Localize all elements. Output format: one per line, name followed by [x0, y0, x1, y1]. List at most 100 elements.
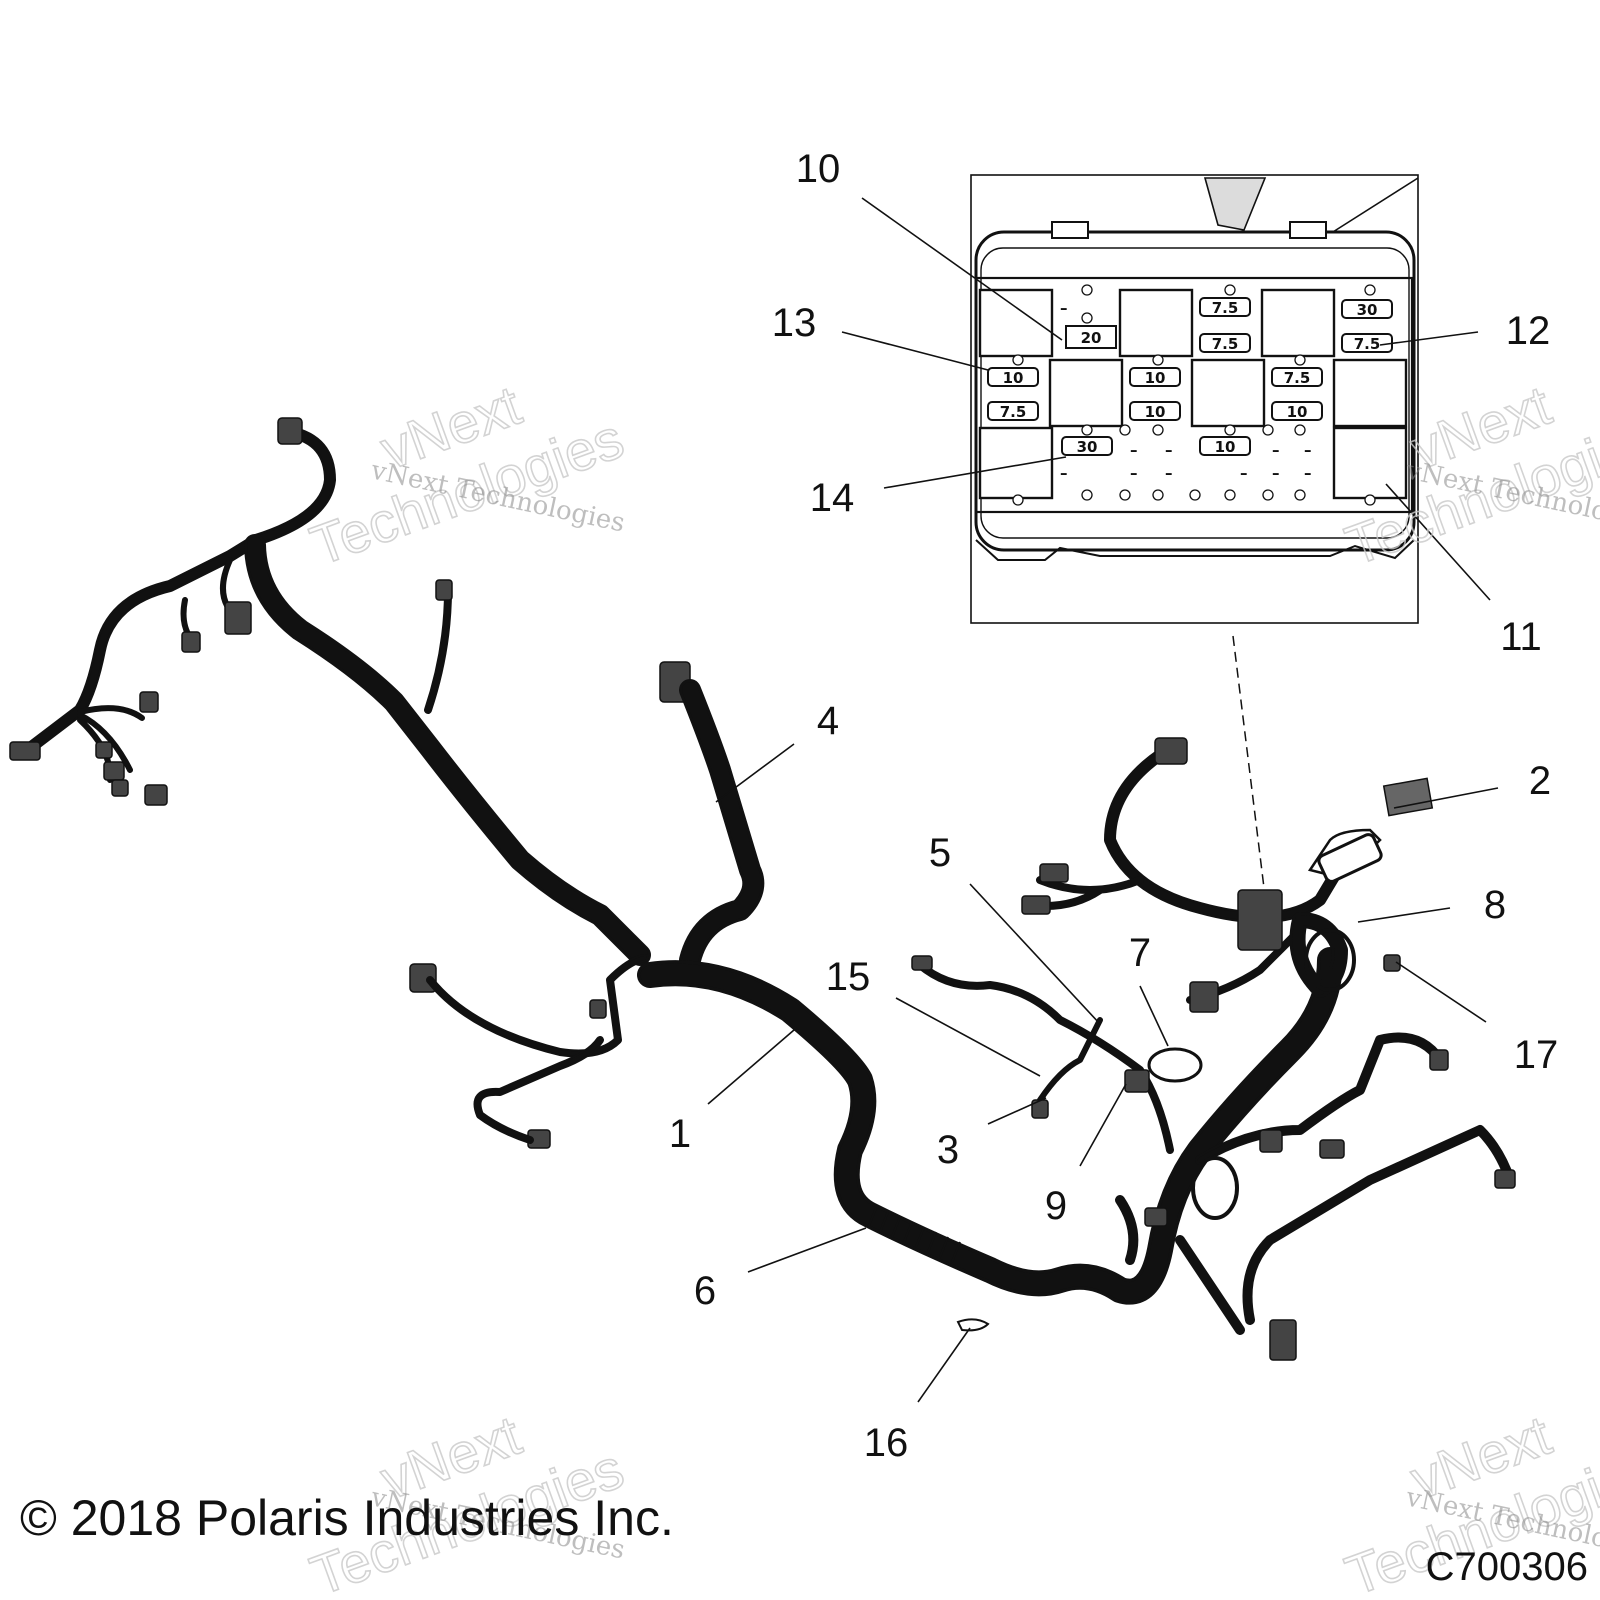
connector-icon	[1039, 863, 1069, 883]
connector-icon	[181, 631, 201, 653]
wiring-harness	[9, 417, 1516, 1361]
relay-cavities	[978, 288, 1408, 500]
callout-9: 9	[1045, 1184, 1067, 1228]
relay-cavity	[978, 426, 1054, 500]
svg-text:–: –	[1060, 299, 1068, 317]
fuse: 10	[987, 367, 1039, 387]
callout-2: 2	[1529, 759, 1551, 803]
svg-text:10: 10	[1003, 369, 1024, 387]
fuse: 10	[1129, 401, 1181, 421]
inset-bracket	[1203, 177, 1267, 231]
svg-text:–: –	[1060, 464, 1068, 482]
callout-16: 16	[864, 1421, 909, 1465]
svg-text:7.5: 7.5	[1000, 403, 1027, 421]
callout-10: 10	[796, 147, 841, 191]
fuse-box-cover	[1317, 833, 1383, 883]
connector-icon	[435, 579, 453, 601]
fuse: 30	[1061, 436, 1113, 456]
connector-icon	[224, 601, 252, 635]
svg-text:10: 10	[1287, 403, 1308, 421]
svg-text:–: –	[1165, 441, 1173, 459]
connectors-right	[911, 737, 1516, 1361]
svg-text:–: –	[1272, 441, 1280, 459]
callout-15: 15	[826, 955, 871, 999]
connector-icon	[277, 417, 303, 445]
connector-icon	[144, 784, 168, 806]
svg-text:10: 10	[1145, 403, 1166, 421]
callout-3: 3	[937, 1128, 959, 1172]
relay-cavity	[978, 288, 1054, 358]
svg-text:7.5: 7.5	[1284, 369, 1311, 387]
connector-icon	[9, 741, 41, 761]
svg-text:30: 30	[1357, 301, 1378, 319]
copyright-text: © 2018 Polaris Industries Inc.	[20, 1490, 674, 1546]
svg-text:–: –	[1304, 441, 1312, 459]
corrugated-loom	[867, 1207, 961, 1263]
connector-icon	[1237, 889, 1283, 951]
connector-icon	[1189, 981, 1219, 1013]
callout-14: 14	[810, 476, 855, 520]
fuse: 10	[1271, 401, 1323, 421]
fuse: 20	[1065, 325, 1117, 349]
relay-cavity	[1332, 426, 1408, 500]
connector-icon	[1269, 1319, 1297, 1361]
fuses: 20 7.5 7.5 30 7.5 10 7.5 10 10 7.5 10 30…	[987, 297, 1393, 456]
connector-icon	[1021, 895, 1051, 915]
connector-icon	[139, 691, 159, 713]
svg-text:10: 10	[1145, 369, 1166, 387]
fuse: 30	[1341, 299, 1393, 319]
svg-text:7.5: 7.5	[1212, 335, 1239, 353]
svg-text:–: –	[1272, 464, 1280, 482]
fuse: 10	[1199, 436, 1251, 456]
connector-icon	[1383, 954, 1401, 972]
svg-text:–: –	[1304, 464, 1312, 482]
connector-icon	[1124, 1069, 1150, 1093]
svg-text:20: 20	[1081, 329, 1102, 347]
connector-icon	[589, 999, 607, 1019]
inset-reference-line	[1232, 635, 1266, 897]
svg-text:–: –	[1130, 441, 1138, 459]
svg-text:7.5: 7.5	[1212, 299, 1239, 317]
callout-8: 8	[1484, 883, 1506, 927]
connector-icon	[1154, 737, 1188, 765]
callout-17: 17	[1514, 1033, 1559, 1077]
callout-12: 12	[1506, 309, 1551, 353]
svg-text:10: 10	[1215, 438, 1236, 456]
fuse: 7.5	[1271, 367, 1323, 387]
watermark-group-1: vNext Technologies vNext Technologies	[302, 372, 632, 578]
callout-7: 7	[1129, 931, 1151, 975]
connector-icon	[103, 761, 125, 781]
callout-numbers: 1 2 3 4 5 6 7 8 9 10 11 12 13 14 15 16 1…	[669, 147, 1558, 1465]
connectors-left	[9, 417, 691, 1149]
connector-icon	[1494, 1169, 1516, 1189]
callout-13: 13	[772, 301, 817, 345]
fuse: 10	[1129, 367, 1181, 387]
clip-16	[956, 1318, 990, 1332]
label-plate	[1382, 777, 1434, 817]
svg-text:–: –	[1130, 464, 1138, 482]
connector-icon	[95, 741, 113, 759]
relay-cavity	[1332, 358, 1408, 428]
connector-icon	[1429, 1049, 1449, 1071]
fuse: 7.5	[1341, 333, 1393, 353]
fuse-box-inset: – – – – – – – – – – – – – 20 7.5 7.5 30 …	[970, 174, 1419, 897]
svg-text:–: –	[1165, 464, 1173, 482]
svg-text:7.5: 7.5	[1354, 335, 1381, 353]
relay-cavity	[1190, 358, 1266, 428]
connector-icon	[1259, 1129, 1283, 1153]
connector-icon	[1319, 1139, 1345, 1159]
relay-cavity	[1048, 358, 1124, 428]
connector-icon	[911, 955, 933, 971]
svg-text:–: –	[1240, 464, 1248, 482]
connector-icon	[111, 779, 129, 797]
callout-1: 1	[669, 1112, 691, 1156]
leader-lines	[707, 197, 1499, 1403]
callout-4: 4	[817, 699, 839, 743]
callout-11: 11	[1500, 615, 1542, 659]
relay-cavity	[1118, 288, 1194, 358]
svg-text:30: 30	[1077, 438, 1098, 456]
fuse: 7.5	[1199, 333, 1251, 353]
connector-icon	[1144, 1207, 1168, 1227]
